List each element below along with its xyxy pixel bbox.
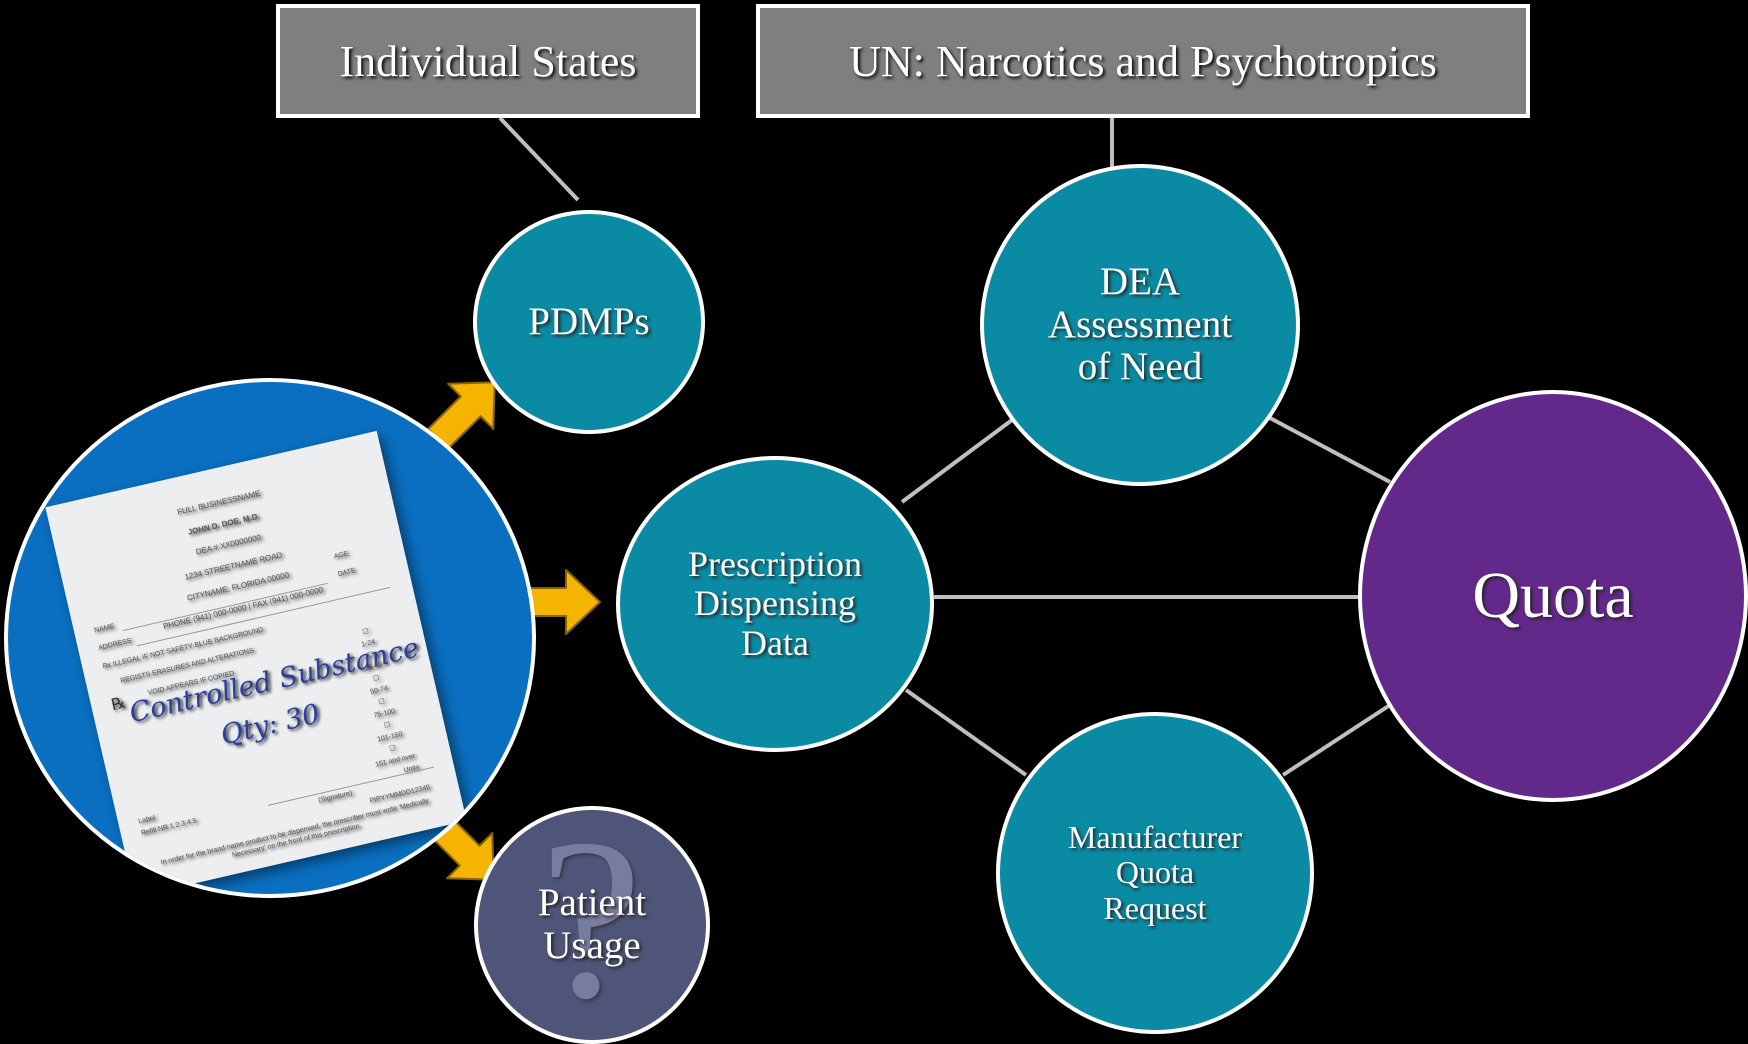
prescription-pad-circle: FULL BUSINESSNAME JOHN D. DOE, M.D. DEA … [4, 378, 536, 898]
rx-address-label: ADDRESS [97, 637, 133, 652]
quota-node: Quota [1358, 390, 1748, 802]
manufacturer-label-line: Request [1103, 889, 1207, 926]
quota-label: Quota [1472, 558, 1634, 632]
dea-label-line: DEA [1099, 259, 1181, 303]
prescription-label-line: Prescription [688, 543, 862, 584]
rx-handwriting-qty: Qty: 30 [217, 698, 323, 752]
rx-header: FULL BUSINESSNAME JOHN D. DOE, M.D. DEA … [111, 474, 352, 639]
link-rx-manufacturer [904, 688, 1028, 777]
link-dea-quota [1269, 416, 1391, 484]
link-states-pdmps [498, 116, 580, 202]
patient-label-line: Patient [537, 881, 647, 925]
rx-age-label: AGE [333, 550, 350, 561]
un-narcotics-box: UN: Narcotics and Psychotropics [756, 4, 1530, 118]
manufacturer-label-line: Quota [1115, 854, 1195, 891]
individual-states-box: Individual States [276, 4, 700, 118]
dea-label-line: Assessment [1047, 302, 1233, 346]
pdmps-label: PDMPs [528, 299, 650, 343]
rx-name-label: NAME [93, 623, 115, 635]
arrow-to-pdmps-icon [427, 381, 496, 450]
prescription-dispensing-node: Prescription Dispensing Data [616, 456, 934, 752]
manufacturer-label-line: Manufacturer [1067, 819, 1243, 856]
question-mark-icon: ? [540, 806, 643, 1044]
link-rx-dea [900, 418, 1014, 504]
patient-usage-node: ? Patient Usage [474, 806, 710, 1044]
prescription-pad-image: FULL BUSINESSNAME JOHN D. DOE, M.D. DEA … [45, 430, 467, 894]
dea-label-line: of Need [1077, 345, 1203, 389]
pdmps-node: PDMPs [473, 210, 705, 434]
patient-label-line: Usage [543, 924, 641, 967]
dea-assessment-node: DEA Assessment of Need [980, 164, 1300, 486]
manufacturer-quota-node: Manufacturer Quota Request [996, 712, 1314, 1034]
link-manufacturer-quota [1281, 703, 1392, 777]
prescription-label-line: Data [741, 622, 809, 663]
rx-label-field: Label [137, 814, 157, 826]
prescription-label-line: Dispensing [694, 583, 856, 624]
